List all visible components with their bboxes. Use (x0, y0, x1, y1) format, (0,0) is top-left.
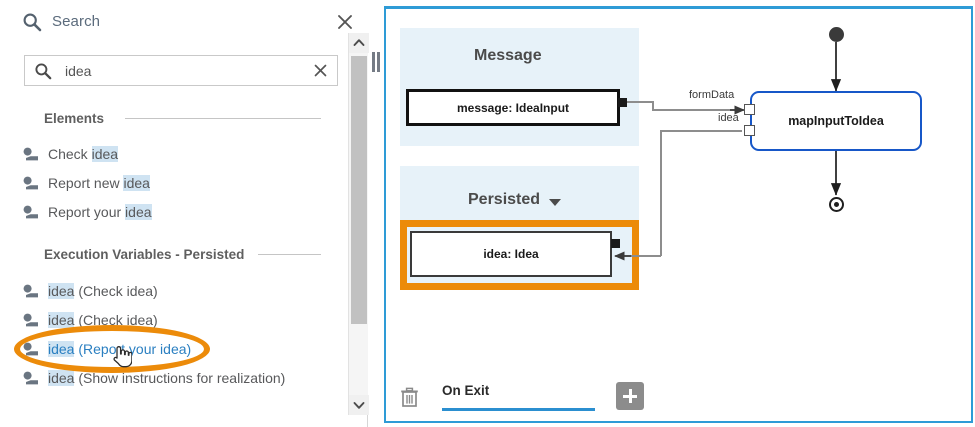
list-item-label: idea (Show instructions for realization) (48, 370, 286, 386)
swimlane-message (400, 28, 639, 146)
list-item-label: idea (Report your idea) (48, 341, 192, 357)
variable-box-label: idea: Idea (483, 247, 539, 261)
chevron-down-icon[interactable] (349, 395, 369, 415)
user-icon (22, 147, 39, 161)
list-item-label: Report your idea (48, 204, 152, 220)
panel-resize-grip[interactable] (833, 9, 855, 11)
search-panel-scrollbar[interactable] (348, 33, 369, 415)
user-icon (22, 205, 39, 219)
search-input-value[interactable]: idea (65, 63, 92, 79)
trash-icon[interactable] (399, 386, 420, 408)
search-panel-title: Search (52, 13, 101, 30)
tab-active-underline (442, 408, 595, 411)
variable-box-label: message: IdeaInput (456, 100, 570, 115)
list-item-label: Report new idea (48, 175, 150, 191)
search-panel-header: Search (0, 0, 368, 44)
edge-label-formdata: formData (689, 89, 735, 101)
swimlane-title-persisted: Persisted (468, 191, 541, 208)
node-label: mapInputToIdea (788, 114, 884, 128)
group-label-elements: Elements (44, 111, 105, 126)
process-node-mapinputtoidea[interactable]: mapInputToIdea (750, 91, 922, 151)
variable-box-idea[interactable]: idea: Idea (410, 231, 612, 277)
list-item[interactable]: idea (Check idea) (22, 309, 158, 331)
node-input-port-formdata[interactable] (744, 104, 755, 115)
start-node[interactable] (829, 27, 844, 42)
list-item[interactable]: Report your idea (22, 201, 152, 223)
edge-label-idea: idea (718, 112, 739, 124)
user-icon (22, 176, 39, 190)
list-item[interactable]: idea (Show instructions for realization) (22, 367, 285, 389)
user-icon (22, 371, 39, 385)
group-divider (125, 118, 321, 119)
variable-box-message[interactable]: message: IdeaInput (406, 89, 620, 126)
list-item[interactable]: Report new idea (22, 172, 150, 194)
clear-icon[interactable] (313, 63, 328, 78)
user-icon (22, 284, 39, 298)
search-icon (34, 62, 52, 80)
end-node[interactable] (829, 197, 844, 212)
diagram-bottom-toolbar: On Exit (386, 373, 971, 421)
user-icon (22, 342, 39, 356)
node-input-port-idea[interactable] (744, 125, 755, 136)
tab-on-exit-label: On Exit (442, 383, 490, 398)
list-item-hovered[interactable]: idea (Report your idea) (22, 338, 191, 360)
plus-icon[interactable] (616, 382, 644, 410)
diagram-panel: Message message: IdeaInput Persisted ide… (384, 6, 973, 423)
list-item[interactable]: Check idea (22, 143, 119, 165)
list-item-label: idea (Check idea) (48, 283, 158, 299)
search-input-box[interactable]: idea (24, 55, 338, 86)
chevron-down-icon[interactable] (549, 199, 561, 206)
tab-on-exit[interactable]: On Exit (442, 383, 595, 411)
group-divider (258, 254, 321, 255)
chevron-up-icon[interactable] (349, 33, 369, 53)
user-icon (22, 313, 39, 327)
close-icon[interactable] (336, 13, 354, 31)
list-item-label: idea (Check idea) (48, 312, 158, 328)
variable-output-port[interactable] (618, 98, 627, 107)
swimlane-title-message: Message (474, 47, 542, 64)
list-item-label: Check idea (48, 146, 119, 162)
group-label-execution-variables: Execution Variables - Persisted (44, 247, 245, 262)
panel-splitter-handle[interactable] (372, 52, 381, 72)
diagram-canvas[interactable]: Message message: IdeaInput Persisted ide… (386, 9, 971, 421)
connector-layer (614, 42, 842, 261)
search-icon (22, 12, 42, 32)
search-panel: Search idea (0, 0, 369, 427)
variable-port[interactable] (611, 239, 620, 248)
scrollbar-thumb[interactable] (351, 56, 367, 324)
list-item[interactable]: idea (Check idea) (22, 280, 158, 302)
